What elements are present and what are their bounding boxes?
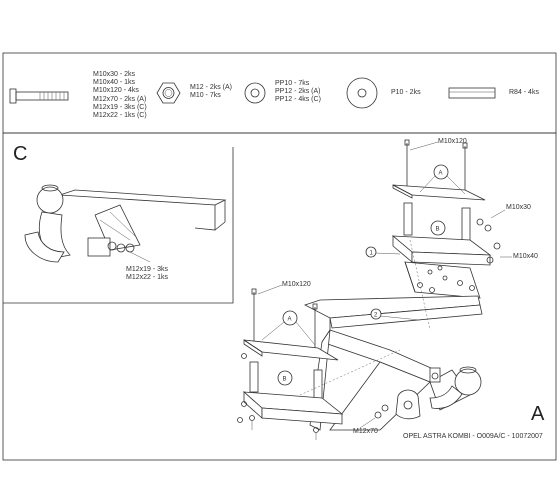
main-towbar-drawing bbox=[237, 139, 512, 440]
nut-spec-list: M12 - 2ks (A) M10 - 7ks bbox=[190, 84, 232, 100]
label-m10x120-top: M10x120 bbox=[438, 138, 467, 145]
detail-c-frame bbox=[3, 147, 234, 304]
large-washer-spec-list: P10 - 2ks bbox=[391, 89, 421, 97]
nut-spec-line: M12 - 2ks (A) bbox=[190, 84, 233, 91]
washer-spec-line: PP12 - 4ks (C) bbox=[275, 96, 321, 104]
bolt-spec-line: M10x40 - 1ks bbox=[93, 79, 136, 87]
detail-c-bolt-line: M12x19 - 3ks bbox=[126, 266, 169, 273]
callout-part2: 2 bbox=[374, 313, 378, 319]
bolt-spec-line: M10x120 - 4ks bbox=[93, 87, 139, 95]
spacer-spec-line: R84 - 4ks bbox=[509, 89, 539, 96]
callout-part1: 1 bbox=[370, 251, 374, 257]
spacer-tube-icon bbox=[448, 87, 496, 99]
bolt-icon bbox=[9, 88, 69, 104]
callout-plate-a-left: A bbox=[288, 317, 292, 323]
washer-spec-line: PP12 - 2ks (A) bbox=[275, 88, 321, 96]
bolt-spec-line: M12x22 - 1ks (C) bbox=[93, 112, 147, 120]
hex-nut-icon bbox=[156, 82, 181, 104]
large-washer-icon bbox=[346, 77, 378, 109]
bolt-spec-line: M10x30 - 2ks bbox=[93, 71, 136, 78]
bolt-spec-line: M12x70 - 2ks (A) bbox=[93, 95, 147, 103]
main-view-letter: A bbox=[531, 403, 545, 425]
washer-icon bbox=[244, 82, 266, 104]
bolt-spec-line: M12x19 - 3ks (C) bbox=[93, 103, 147, 111]
bolt-spec-list: M10x30 - 2ks M10x40 - 1ks M10x120 - 4ks … bbox=[93, 71, 147, 120]
detail-c-bolt-list: M12x19 - 3ks M12x22 - 1ks bbox=[126, 266, 168, 282]
drawing-footer: OPEL ASTRA KOMBI - O009A/C - 10072007 bbox=[403, 433, 543, 440]
label-m10x30: M10x30 bbox=[506, 204, 531, 211]
washer-spec-line: PP10 - 7ks bbox=[275, 80, 310, 87]
detail-c-bolt-line: M12x22 - 1ks bbox=[126, 274, 169, 282]
detail-c-letter: C bbox=[13, 143, 28, 165]
nut-spec-line: M10 - 7ks bbox=[190, 92, 221, 100]
callout-plate-b-left: B bbox=[283, 377, 287, 383]
callout-plate-a-top: A bbox=[439, 171, 443, 177]
detail-c-towbar-drawing bbox=[24, 184, 227, 263]
spacer-spec-list: R84 - 4ks bbox=[509, 89, 539, 97]
callout-plate-b-top: B bbox=[436, 227, 440, 233]
main-frame bbox=[2, 132, 557, 461]
label-m10x120-left: M10x120 bbox=[282, 281, 311, 288]
label-m12x70: M12x70 bbox=[353, 428, 378, 435]
label-m10x40: M10x40 bbox=[513, 253, 538, 260]
large-washer-spec-line: P10 - 2ks bbox=[391, 89, 421, 96]
washer-spec-list: PP10 - 7ks PP12 - 2ks (A) PP12 - 4ks (C) bbox=[275, 80, 321, 105]
callout-marks: A B 1 2 A B bbox=[283, 171, 443, 383]
